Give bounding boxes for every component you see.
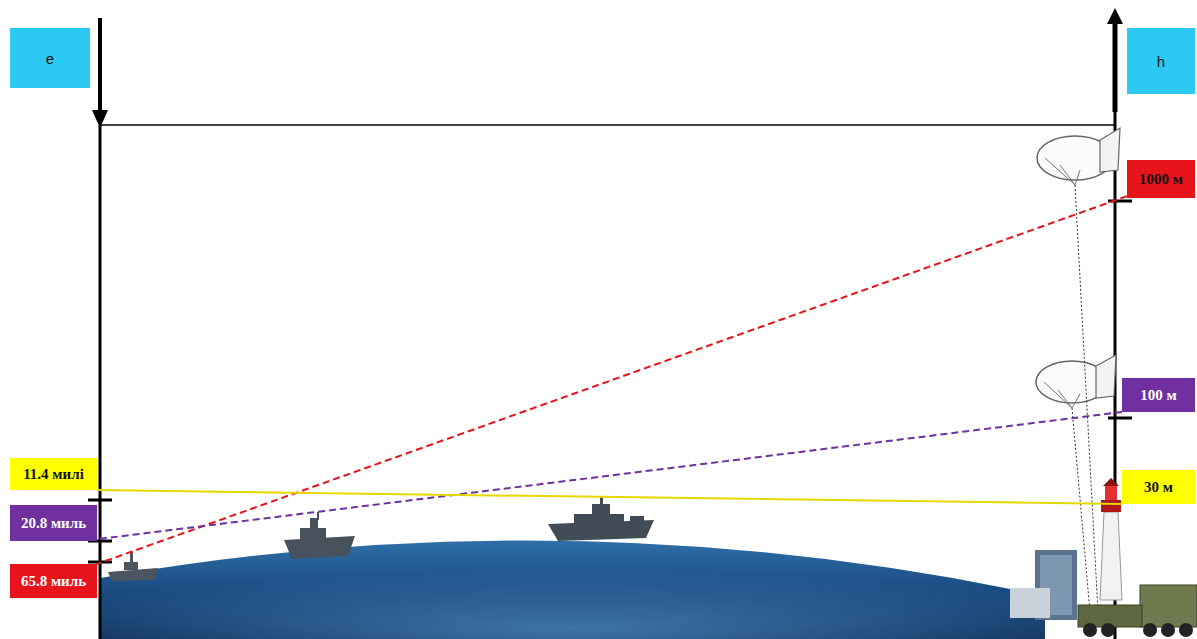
label-text: 20.8 миль: [21, 515, 86, 532]
label-text: 65.8 миль: [21, 573, 86, 590]
range-label: 65.8 миль: [10, 564, 97, 598]
balloon: [1037, 128, 1120, 185]
arrow-head: [1107, 8, 1123, 24]
range-label: 20.8 миль: [10, 505, 97, 541]
sight-line: [97, 196, 1127, 564]
truck: [1078, 585, 1197, 637]
label-text: e: [46, 50, 54, 67]
lighthouse: [1100, 478, 1122, 600]
balloon: [1036, 355, 1116, 408]
sea-glow: [100, 541, 1045, 639]
e-arrow: [98, 18, 102, 112]
buildings: [1010, 550, 1077, 620]
label-text: h: [1157, 53, 1165, 70]
sight-line: [97, 490, 1122, 504]
axis-label-box: e: [10, 28, 90, 88]
tether: [1072, 185, 1098, 612]
top-line: [100, 124, 1115, 126]
label-text: 1000 м: [1139, 171, 1183, 188]
h-arrow: [1113, 24, 1118, 112]
range-label: 11.4 милі: [10, 458, 97, 490]
ship: [284, 512, 355, 559]
height-label: 100 м: [1122, 378, 1195, 412]
sight-line: [97, 412, 1122, 539]
ship: [548, 496, 654, 541]
sea: [100, 541, 1045, 639]
label-text: 30 м: [1144, 479, 1173, 496]
tick-marks: [88, 201, 1132, 562]
height-label: 1000 м: [1127, 160, 1195, 198]
label-text: 11.4 милі: [23, 466, 84, 483]
height-label: 30 м: [1122, 470, 1195, 504]
label-text: 100 м: [1140, 387, 1176, 404]
axis-label-box: h: [1127, 28, 1195, 94]
